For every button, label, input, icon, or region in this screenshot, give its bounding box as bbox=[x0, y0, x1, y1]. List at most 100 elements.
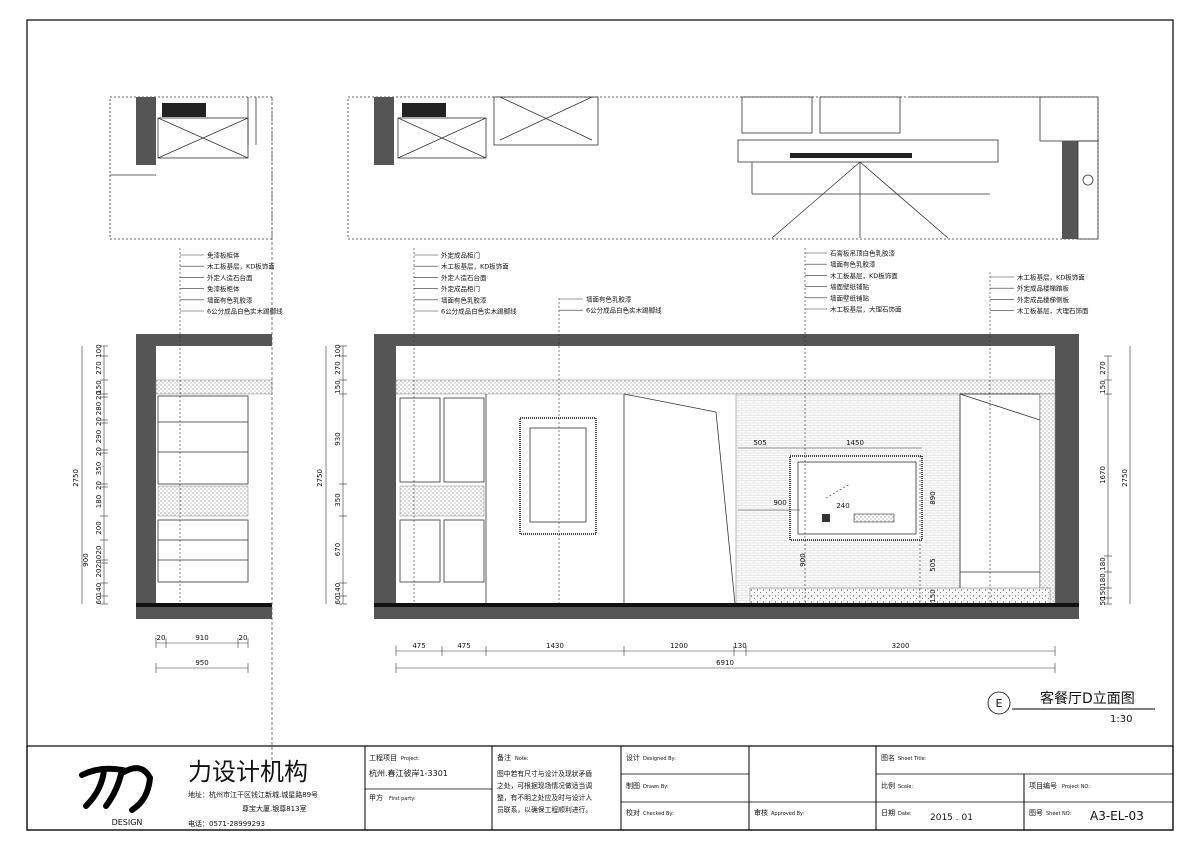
note-label: 6公分成品白色实木踢脚线 bbox=[441, 307, 517, 316]
dimension-value: 20 bbox=[95, 569, 103, 578]
note-label: 墙面有色乳胶漆 bbox=[830, 260, 876, 269]
plan-main bbox=[347, 96, 1099, 240]
note-line: 图中若有尺寸与设计及现状矛盾 bbox=[497, 769, 592, 778]
sheet-no-label: 图号 bbox=[1029, 809, 1043, 817]
project-label: 工程项目 bbox=[369, 753, 397, 762]
dimension-total: 900 bbox=[82, 553, 90, 566]
dimension-value: 350 bbox=[334, 493, 342, 506]
project-label-en: Project: bbox=[401, 756, 420, 762]
dimension-value: 130 bbox=[733, 642, 746, 650]
drawing-scale: 1:30 bbox=[1110, 714, 1132, 725]
note-label: 6公分成品白色实木踢脚线 bbox=[586, 306, 662, 315]
dimension-total: 2750 bbox=[316, 469, 324, 487]
dimension-value: 100 bbox=[95, 344, 103, 357]
sheet-title-label: 图名 bbox=[881, 753, 895, 762]
dimension-value: 475 bbox=[412, 642, 425, 650]
scale-label: 比例 bbox=[881, 781, 895, 790]
sheet-title-en: Sheet Title: bbox=[898, 756, 927, 762]
dimension-value: 930 bbox=[334, 432, 342, 445]
note-label: 木工板基层，KD板饰面 bbox=[830, 271, 898, 280]
note-label: 外定人造石台面 bbox=[207, 273, 253, 282]
dimension-value: 20 bbox=[95, 481, 103, 490]
party-label-en: First party: bbox=[389, 796, 416, 802]
approved-label: 审核 bbox=[754, 808, 768, 817]
dimension-value: 350 bbox=[95, 462, 103, 475]
date-en: Date: bbox=[898, 811, 912, 817]
company-address-1: 地址：杭州市江干区钱江新城.城星路89号 bbox=[188, 790, 318, 799]
logo-text: DESIGN bbox=[112, 818, 143, 827]
project-value: 杭州.春江彼岸1-3301 bbox=[369, 768, 448, 778]
notes-main-tv-wall: 石膏板吊顶白色乳胶漆墙面有色乳胶漆木工板基层，KD板饰面墙面壁纸铺贴墙面壁纸铺贴… bbox=[805, 249, 902, 314]
note-label: 石膏板吊顶白色乳胶漆 bbox=[830, 249, 896, 258]
drawing-title-block: E 客餐厅D立面图 1:30 bbox=[987, 690, 1155, 725]
dimension-value: 670 bbox=[334, 543, 342, 556]
note-label: 外定成品柜门 bbox=[441, 284, 480, 293]
dimension-value: 240 bbox=[836, 502, 849, 510]
date-label: 日期 bbox=[881, 809, 895, 817]
dimension-value: 150 bbox=[1099, 380, 1107, 393]
dimension-total: 2750 bbox=[72, 469, 80, 487]
drawing-marker: E bbox=[996, 697, 1003, 710]
checked-en: Checked By: bbox=[643, 811, 674, 817]
dimension-value: 20 bbox=[95, 417, 103, 426]
party-label: 甲方 bbox=[369, 793, 383, 802]
note-label: 免漆板柜体 bbox=[207, 251, 240, 260]
project-no-label: 项目编号 bbox=[1029, 781, 1057, 790]
note-line: 之处，可根据现场情况做适当调 bbox=[497, 781, 592, 790]
note-label: 墙面壁纸铺贴 bbox=[830, 282, 870, 291]
drawn-en: Drawn By: bbox=[643, 784, 669, 790]
dimension-total: 950 bbox=[195, 659, 208, 667]
note-label: 外定成品楼梯侧板 bbox=[1017, 295, 1070, 304]
dimension-value: 60 bbox=[334, 596, 342, 605]
note-label: 6公分成品白色实木踢脚线 bbox=[207, 307, 283, 316]
company-logo: DESIGN bbox=[79, 765, 154, 827]
plan-left bbox=[109, 96, 273, 240]
project-no-en: Project NO: bbox=[1062, 784, 1090, 790]
dimension-value: 1670 bbox=[1099, 466, 1107, 484]
designed-en: Designed By: bbox=[643, 756, 676, 762]
note-label: 木工板基层，大理石饰面 bbox=[830, 305, 902, 314]
dimension-value: 900 bbox=[799, 553, 807, 566]
note-label: 墙面有色乳胶漆 bbox=[586, 295, 632, 304]
drawing-title: 客餐厅D立面图 bbox=[1040, 690, 1135, 707]
dimension-value: 200 bbox=[95, 555, 103, 568]
dimension-value: 140 bbox=[334, 583, 342, 596]
sheet-no-value: A3-EL-03 bbox=[1090, 809, 1144, 823]
dimension-value: 180 bbox=[1099, 557, 1107, 570]
dimension-total: 6910 bbox=[716, 659, 734, 667]
company-name: 力设计机构 bbox=[188, 758, 308, 786]
dimension-value: 60 bbox=[95, 596, 103, 605]
dimension-value: 150 bbox=[1099, 586, 1107, 599]
note-label: 备注 bbox=[497, 753, 511, 762]
note-label: 木工板基层，KD板饰面 bbox=[441, 262, 509, 271]
dimension-total: 2750 bbox=[1121, 469, 1129, 487]
dimension-value: 150 bbox=[95, 380, 103, 393]
dimension-value: 290 bbox=[95, 430, 103, 443]
dimension-value: 475 bbox=[457, 642, 470, 650]
dimension-value: 100 bbox=[334, 344, 342, 357]
dimension-value: 50 bbox=[1099, 597, 1107, 606]
dimension-line bbox=[825, 483, 851, 499]
company-phone: 电话：0571-28999293 bbox=[188, 819, 265, 828]
dimension-value: 505 bbox=[929, 558, 937, 571]
dimension-value: 180 bbox=[95, 495, 103, 508]
dimension-value: 20 bbox=[157, 634, 166, 642]
elevation-main bbox=[374, 248, 1079, 619]
dimension-value: 890 bbox=[929, 491, 937, 504]
note-label: 墙面壁纸铺贴 bbox=[830, 293, 870, 302]
company-address-2: 尊宝大厦.银尊813室 bbox=[242, 804, 307, 813]
note-line: 员联系，以确保工程顺利进行。 bbox=[497, 805, 592, 814]
note-label: 外定成品楼梯踏板 bbox=[1017, 284, 1070, 293]
note-label-en: Note: bbox=[515, 756, 529, 762]
note-label: 免漆板柜体 bbox=[207, 284, 240, 293]
date-value: 2015 . 01 bbox=[930, 813, 973, 823]
dimension-value: 20 bbox=[95, 447, 103, 456]
checked-label: 校对 bbox=[626, 808, 640, 817]
dimension-value: 900 bbox=[773, 499, 786, 507]
